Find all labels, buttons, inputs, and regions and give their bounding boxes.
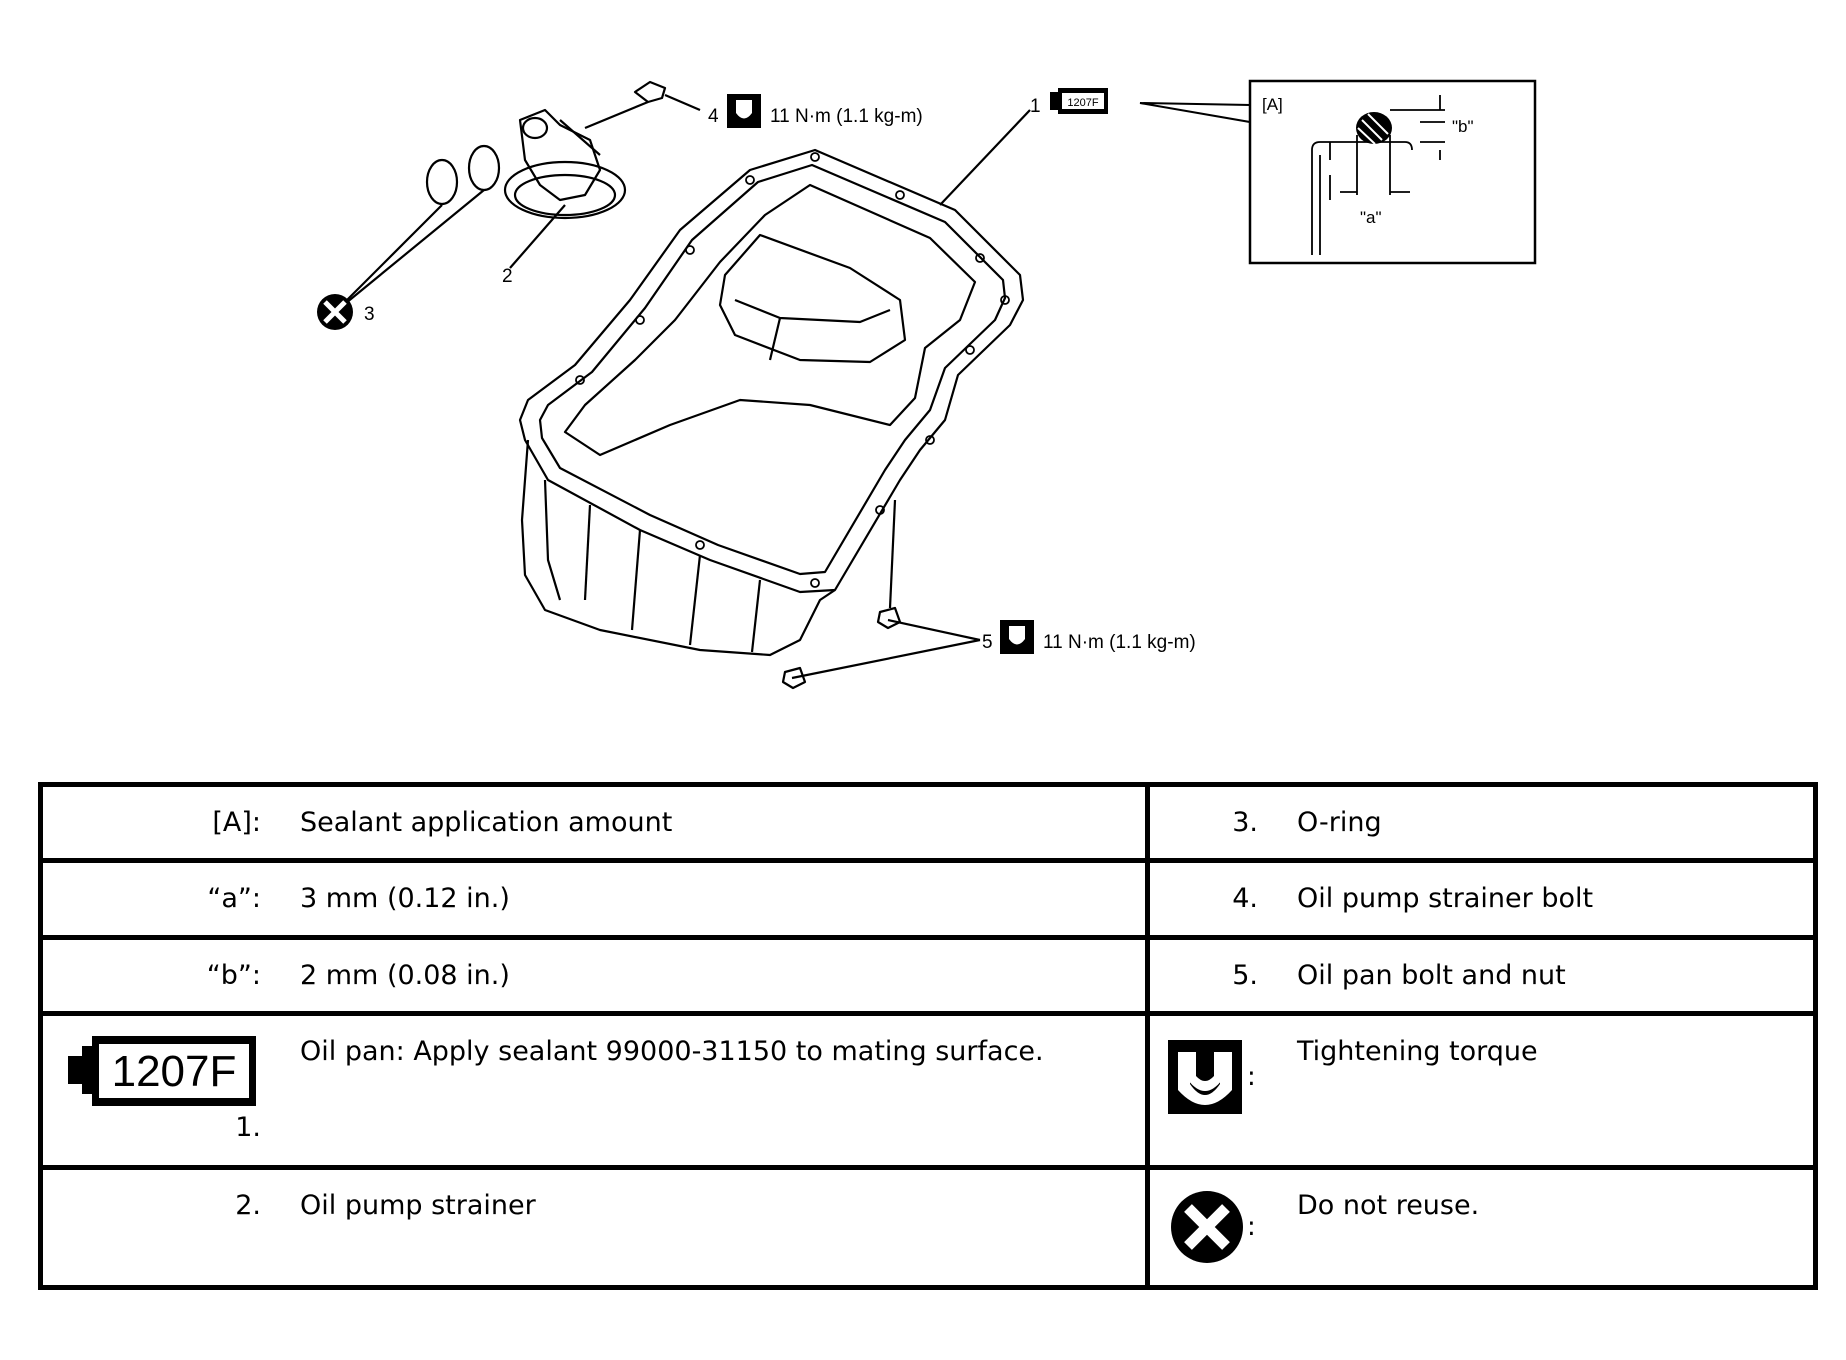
sealant-tube-icon: 1207F (68, 1036, 256, 1107)
sealant-code-small: 1207F (1067, 97, 1098, 109)
legend-text: Sealant application amount (300, 807, 673, 838)
sealant-code: 1207F (112, 1047, 237, 1096)
oil-pan-inner-flange (538, 163, 1007, 576)
legend-cell-left: “b”: 2 mm (0.08 in.) (38, 934, 1150, 1017)
oil-pan-flange (518, 148, 1025, 594)
legend-key: 2. (235, 1190, 261, 1222)
legend-key: 3. (1232, 807, 1258, 838)
legend-key: : (1247, 1062, 1256, 1093)
legend-text: Oil pump strainer (300, 1190, 536, 1222)
callout-1: 1 (1030, 96, 1041, 117)
legend-cell-left: 1207F 1. Oil pan: Apply sealant 99000-31… (38, 1011, 1150, 1171)
o-ring-1 (425, 158, 459, 206)
strainer-bolt-drawing (584, 80, 667, 130)
legend-cell-left: 2. Oil pump strainer (38, 1165, 1150, 1290)
legend-key: “a”: (207, 883, 261, 915)
legend-text: Oil pump strainer bolt (1297, 883, 1594, 915)
legend-text: Oil pan: Apply sealant 99000-31150 to ma… (300, 1036, 1044, 1068)
torque-wrench-icon (1000, 620, 1034, 654)
table-row: “b”: 2 mm (0.08 in.) 5. Oil pan bolt and… (38, 934, 1818, 1017)
do-not-reuse-icon (317, 294, 353, 330)
torque-value-5: 11 N·m (1.1 kg-m) (1043, 632, 1196, 653)
callout-2: 2 (502, 266, 513, 287)
legend-text: O-ring (1297, 807, 1382, 838)
legend-cell-right: 5. Oil pan bolt and nut (1145, 934, 1818, 1017)
o-ring-2 (467, 144, 501, 192)
legend-cell-left: “a”: 3 mm (0.12 in.) (38, 858, 1150, 940)
legend-text: Tightening torque (1297, 1036, 1538, 1068)
legend-cell-right: 4. Oil pump strainer bolt (1145, 858, 1818, 940)
callout-4: 4 (708, 106, 719, 127)
oil-pan-sump (520, 439, 836, 657)
legend-key: “b”: (206, 959, 261, 991)
legend-cell-right: : Tightening torque (1145, 1011, 1818, 1171)
legend-key: 1. (235, 1112, 261, 1144)
legend-key: 4. (1232, 883, 1258, 915)
sealant-tube-icon: 1207F (1050, 88, 1108, 114)
table-row: 2. Oil pump strainer : Do not reuse. (38, 1165, 1818, 1290)
do-not-reuse-icon (1171, 1191, 1243, 1264)
legend-cell-right: : Do not reuse. (1145, 1165, 1818, 1290)
legend-cell-left: [A]: Sealant application amount (38, 781, 1150, 864)
callout-5: 5 (982, 632, 993, 653)
detail-title: [A] (1262, 95, 1283, 114)
oil-pan-cavity (563, 183, 977, 457)
legend-key: [A]: (212, 807, 261, 838)
legend-text: Oil pan bolt and nut (1297, 959, 1566, 991)
torque-value-4: 11 N·m (1.1 kg-m) (770, 106, 923, 127)
detail-b-label: "b" (1452, 117, 1474, 136)
flange-bolt-holes (575, 152, 1010, 588)
oil-pan-exploded-diagram: 1207F 1 2 3 4 5 11 N·m (1.1 kg-m) 11 N·m… (317, 79, 1537, 690)
detail-a-label: "a" (1360, 208, 1382, 227)
callout-3: 3 (364, 304, 375, 325)
legend-text: 3 mm (0.12 in.) (300, 883, 510, 915)
torque-wrench-icon (1168, 1040, 1242, 1115)
legend-key: 5. (1232, 959, 1258, 991)
legend-table: [A]: Sealant application amount 3. O-rin… (38, 781, 1818, 1290)
legend-text: 2 mm (0.08 in.) (300, 959, 510, 991)
legend-text: Do not reuse. (1297, 1190, 1480, 1222)
oil-pump-strainer-drawing (503, 108, 627, 220)
legend-key: : (1247, 1212, 1256, 1243)
legend-cell-right: 3. O-ring (1145, 781, 1818, 864)
oil-pan-baffle (718, 233, 907, 364)
oil-pan-bolt-drawing (781, 499, 902, 690)
torque-wrench-icon (727, 94, 761, 128)
detail-a-box: [A] "a" "b" (1139, 79, 1537, 265)
table-row: [A]: Sealant application amount 3. O-rin… (38, 781, 1818, 864)
table-row: 1207F 1. Oil pan: Apply sealant 99000-31… (38, 1011, 1818, 1171)
table-row: “a”: 3 mm (0.12 in.) 4. Oil pump straine… (38, 858, 1818, 940)
